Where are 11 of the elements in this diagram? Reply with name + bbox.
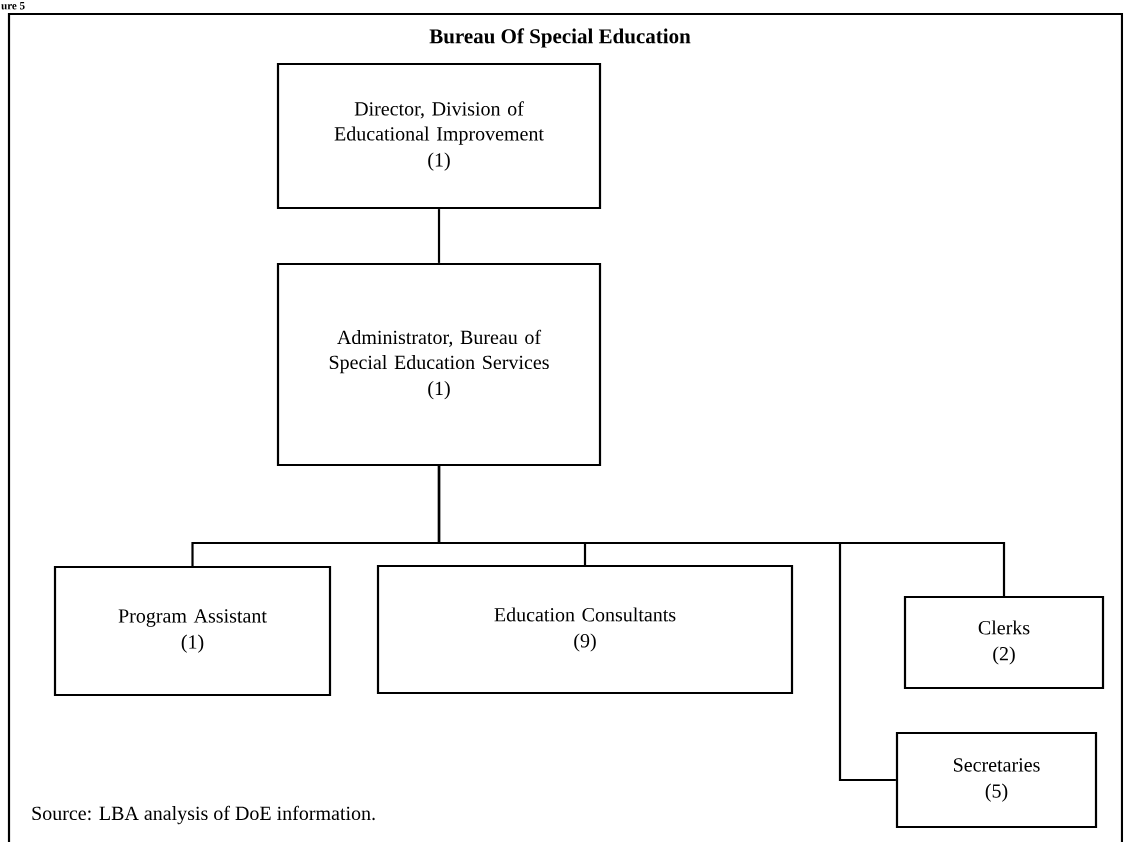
connector-line (437, 209, 441, 263)
position-box: Secretaries (5) (895, 731, 1098, 829)
position-box: Director, Division of Educational Improvement (1) (276, 62, 602, 210)
position-box: Administrator, Bureau of Special Education Services (1) (276, 262, 602, 467)
figure-number: ure 5 (1, 2, 25, 10)
title: Bureau Of Special Education (429, 28, 691, 48)
position-box: Education Consultants (9) (376, 564, 794, 695)
position-box: Clerks (2) (903, 595, 1105, 690)
connector-line (437, 466, 896, 782)
source-note: Source: LBA analysis of DoE information. (32, 805, 375, 825)
position-box: Program Assistant (1) (53, 565, 332, 697)
